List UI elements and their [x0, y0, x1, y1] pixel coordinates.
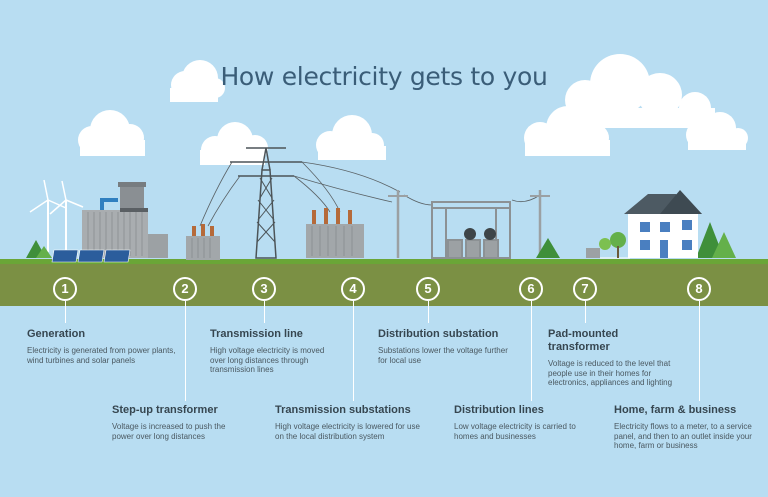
cloud — [686, 112, 748, 150]
step-number-badge: 3 — [252, 277, 276, 301]
cloud — [170, 60, 225, 102]
step-up-transformer-illustration — [186, 224, 220, 260]
distribution-substation-illustration — [431, 201, 511, 259]
trees-right — [536, 222, 736, 258]
utility-poles — [388, 190, 550, 258]
step-transmission-line: Transmission line High voltage electrici… — [210, 328, 340, 375]
step-distribution-lines: Distribution lines Low voltage electrici… — [454, 404, 584, 441]
clouds — [78, 54, 748, 165]
step-description: High voltage electricity is moved over l… — [210, 346, 325, 374]
wind-turbines — [29, 179, 84, 252]
step-home-farm-business: Home, farm & business Electricity flows … — [614, 404, 754, 451]
step-description: Electricity is generated from power plan… — [27, 346, 176, 365]
connector-line — [353, 301, 354, 401]
house-illustration — [624, 190, 702, 258]
page-title: How electricity gets to you — [220, 62, 548, 91]
connector-line — [531, 301, 532, 401]
step-number-badge: 6 — [519, 277, 543, 301]
transmission-substation-illustration — [306, 208, 364, 258]
step-description: Voltage is increased to push the power o… — [112, 422, 226, 441]
pad-mounted-transformer-illustration — [586, 248, 630, 259]
step-number-badge: 1 — [53, 277, 77, 301]
step-pad-mounted-transformer: Pad-mounted transformer Voltage is reduc… — [548, 328, 688, 388]
step-heading: Home, farm & business — [614, 404, 737, 416]
step-description: Low voltage electricity is carried to ho… — [454, 422, 576, 441]
step-number-badge: 8 — [687, 277, 711, 301]
step-number-badge: 7 — [573, 277, 597, 301]
connector-line — [264, 301, 265, 323]
step-description: High voltage electricity is lowered for … — [275, 422, 420, 441]
step-number-badge: 4 — [341, 277, 365, 301]
grass-strip — [0, 259, 768, 264]
step-heading: Distribution lines — [454, 404, 544, 416]
connector-line — [699, 301, 700, 401]
step-generation: Generation Electricity is generated from… — [27, 328, 177, 365]
step-number-badge: 2 — [173, 277, 197, 301]
step-heading: Distribution substation — [378, 328, 499, 340]
step-heading: Transmission substations — [275, 404, 411, 416]
step-heading: Step-up transformer — [112, 404, 218, 416]
step-heading: Generation — [27, 328, 86, 340]
step-description: Substations lower the voltage further fo… — [378, 346, 508, 365]
ground — [0, 264, 768, 306]
cloud — [565, 54, 715, 128]
step-distribution-substation: Distribution substation Substations lowe… — [378, 328, 513, 365]
connector-line — [428, 301, 429, 323]
solar-panels — [51, 249, 131, 263]
power-lines — [199, 161, 541, 227]
transmission-tower — [230, 147, 302, 259]
cloud — [316, 115, 386, 160]
step-number-badge: 5 — [416, 277, 440, 301]
connector-line — [65, 301, 66, 323]
step-description: Voltage is reduced to the level that peo… — [548, 359, 673, 387]
step-description: Electricity flows to a meter, to a servi… — [614, 422, 752, 450]
step-step-up-transformer: Step-up transformer Voltage is increased… — [112, 404, 242, 441]
power-plant — [82, 182, 168, 258]
connector-line — [585, 301, 586, 323]
step-heading: Pad-mounted transformer — [548, 328, 619, 353]
step-heading: Transmission line — [210, 328, 303, 340]
trees-left — [26, 240, 52, 258]
step-transmission-substations: Transmission substations High voltage el… — [275, 404, 420, 441]
cloud — [200, 122, 268, 165]
cloud — [78, 110, 145, 156]
connector-line — [185, 301, 186, 401]
